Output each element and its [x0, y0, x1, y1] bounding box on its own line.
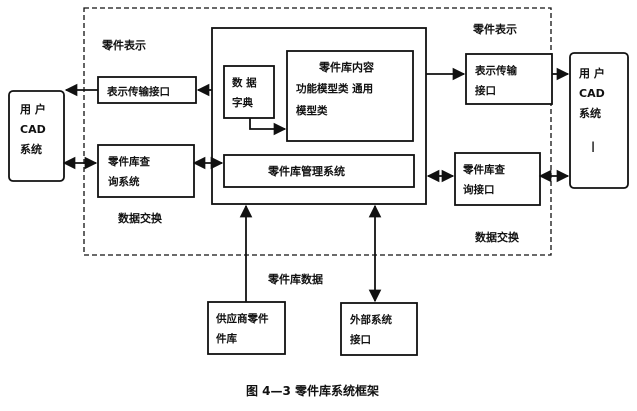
library-content-title: 零件库内容 [318, 60, 374, 74]
left-cad-line3: 系统 [20, 142, 42, 156]
left-query-line2: 询系统 [108, 175, 140, 188]
right-display-line2: 接口 [475, 84, 496, 97]
right-cad-line3: 系统 [579, 106, 601, 120]
external-interface-box [340, 302, 418, 356]
dictionary-to-content-arrow [249, 118, 287, 136]
right-cad-cursor: I [591, 140, 595, 156]
left-query-system-box [97, 144, 195, 198]
library-content-line1: 功能模型类 通用 [296, 82, 373, 95]
library-management-label: 零件库管理系统 [267, 164, 345, 178]
right-query-interface-box [454, 152, 541, 206]
left-cad-line1: 用 户 [20, 102, 46, 116]
library-content-line2: 模型类 [296, 104, 328, 117]
right-display-line1: 表示传输 [474, 64, 517, 77]
label-display-right: 零件表示 [472, 22, 517, 36]
left-query-line1: 零件库查 [107, 155, 150, 168]
label-display-left: 零件表示 [101, 38, 146, 52]
supplier-line1: 供应商零件 [215, 312, 269, 325]
right-display-interface-box [465, 53, 553, 105]
figure-caption: 图 4—3 零件库系统框架 [246, 383, 379, 398]
label-exchange-left: 数据交换 [118, 211, 163, 225]
right-user-cad-box [569, 52, 629, 189]
system-boundary-frame [83, 7, 552, 256]
left-cad-line2: CAD [20, 123, 46, 136]
external-line1: 外部系统 [349, 313, 392, 326]
label-parts-data: 零件库数据 [267, 272, 323, 286]
data-dictionary-line2: 字典 [232, 96, 253, 109]
data-dictionary-line1: 数 据 [231, 76, 257, 89]
right-cad-line2: CAD [579, 87, 605, 100]
left-display-interface-label: 表示传输接口 [106, 85, 170, 98]
external-line2: 接口 [350, 333, 371, 346]
library-content-box [286, 50, 414, 142]
data-dictionary-box [223, 65, 275, 119]
right-query-line1: 零件库查 [462, 163, 505, 176]
label-exchange-right: 数据交换 [475, 230, 520, 244]
supplier-library-box [207, 301, 286, 355]
library-management-box [223, 154, 415, 188]
supplier-line2: 件库 [216, 332, 237, 345]
left-user-cad-box [8, 90, 65, 182]
right-query-line2: 询接口 [463, 183, 495, 196]
right-cad-line1: 用 户 [579, 66, 605, 80]
